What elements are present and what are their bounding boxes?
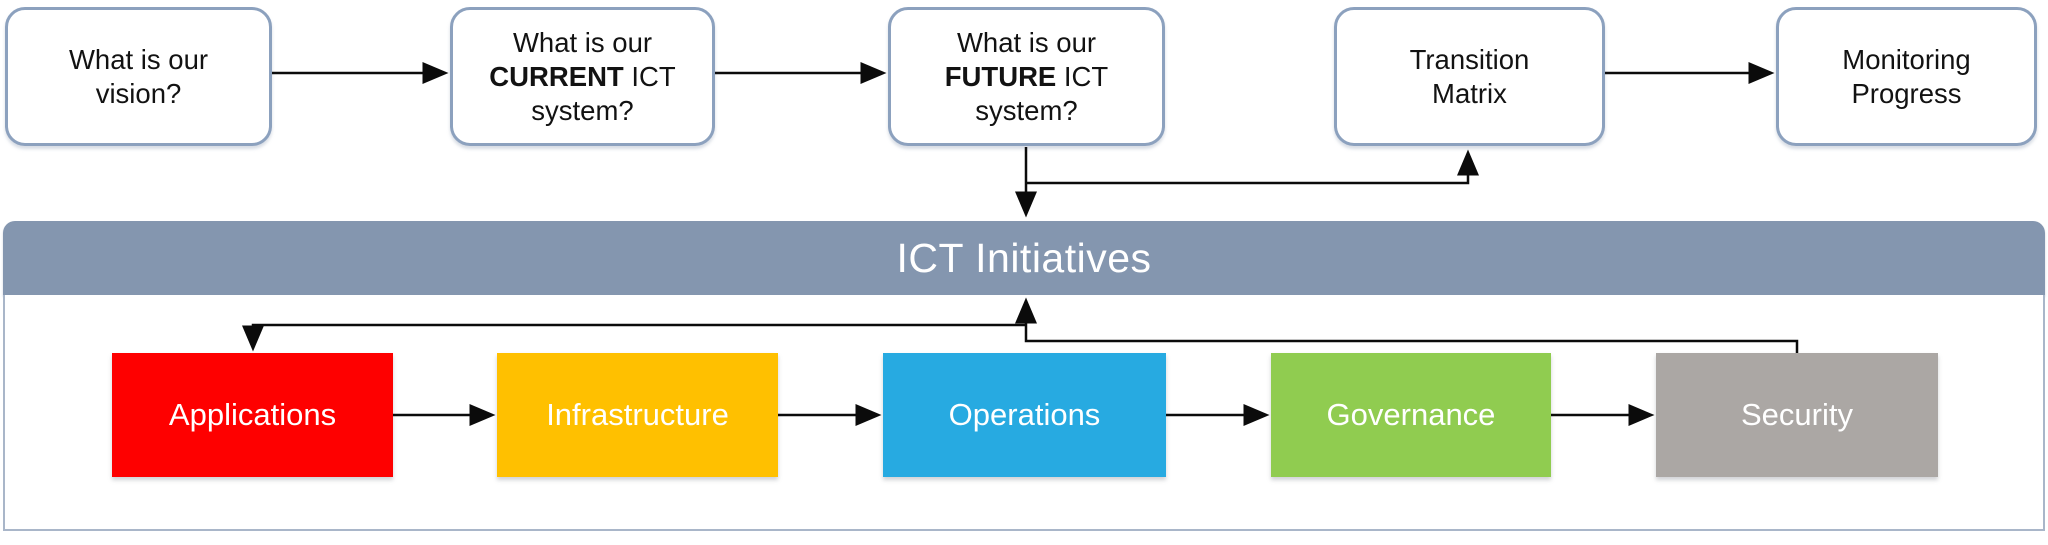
step-current-ict-label: What is our CURRENT ICT system? [489, 26, 676, 126]
ict-initiatives-header: ICT Initiatives [3, 221, 2045, 295]
initiative-governance-label: Governance [1326, 397, 1496, 432]
initiative-operations-label: Operations [948, 397, 1101, 432]
step-monitoring-progress: Monitoring Progress [1776, 7, 2037, 146]
step-future-ict-label: What is our FUTURE ICT system? [944, 26, 1109, 126]
initiative-governance: Governance [1271, 353, 1551, 477]
step-vision: What is our vision? [5, 7, 272, 146]
connector-future-to-transition [1026, 149, 1480, 185]
initiative-security-label: Security [1741, 397, 1853, 432]
initiative-applications-label: Applications [168, 397, 337, 432]
step-transition-matrix-label: Transition Matrix [1409, 43, 1530, 109]
step-transition-matrix: Transition Matrix [1334, 7, 1605, 146]
step-vision-label: What is our vision? [68, 43, 209, 109]
panel-title: ICT Initiatives [896, 234, 1152, 281]
step-future-ict: What is our FUTURE ICT system? [888, 7, 1165, 146]
step-current-ict: What is our CURRENT ICT system? [450, 7, 715, 146]
initiative-operations: Operations [883, 353, 1166, 477]
initiative-applications: Applications [112, 353, 393, 477]
initiative-infrastructure: Infrastructure [497, 353, 778, 477]
step-monitoring-progress-label: Monitoring Progress [1842, 43, 1971, 109]
initiative-infrastructure-label: Infrastructure [546, 397, 729, 432]
initiative-security: Security [1656, 353, 1938, 477]
